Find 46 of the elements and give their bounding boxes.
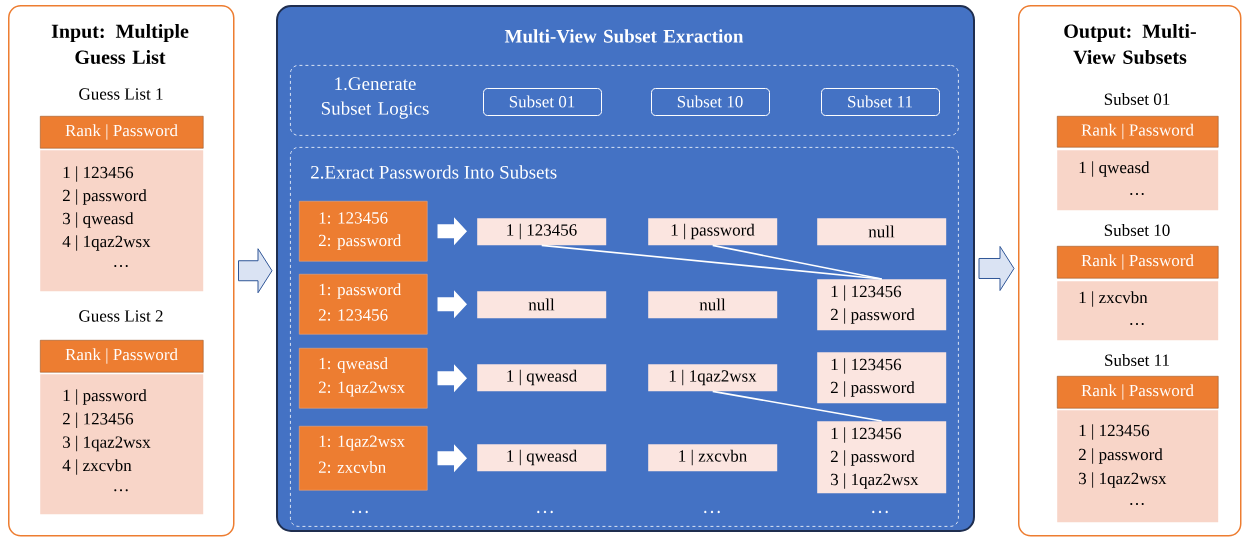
block-arrow	[437, 290, 467, 319]
subset-cell: null	[477, 291, 607, 319]
subset-box: Subset 11	[821, 88, 940, 116]
block-arrow	[437, 364, 467, 393]
subset-box: Subset 01	[483, 88, 602, 116]
table-body: 1 | qweasd …	[1057, 150, 1219, 211]
password-pair-box: 1: qweasd 2: 1qaz2wsx	[299, 348, 428, 409]
subset-box: Subset 10	[651, 88, 770, 116]
table-body: 1 | 123456 2 | password 3 | qweasd 4 | 1qaz2wsx …	[40, 150, 204, 292]
table-caption: Guess List 2	[79, 310, 163, 322]
block-arrow	[437, 444, 467, 473]
table-caption: Subset 10	[1104, 224, 1170, 236]
connector-line	[711, 390, 883, 422]
subset-cell: null	[648, 291, 778, 319]
connector-line	[540, 244, 883, 280]
ellipsis: …	[704, 510, 720, 514]
subset-cell: 1 | 123456 2 | password 3 | 1qaz2wsx	[817, 421, 947, 494]
subset-cell: 1 | qweasd	[477, 444, 607, 472]
table-caption: Guess List 1	[79, 88, 163, 100]
connector-line	[711, 244, 883, 280]
table-header: Rank | Password	[40, 116, 204, 149]
table-header: Rank | Password	[1057, 376, 1219, 409]
ellipsis: …	[352, 510, 368, 514]
subset-cell: 1 | password	[648, 218, 778, 246]
subset-cell: 1 | qweasd	[477, 364, 607, 392]
table-body: 1 | password 2 | 123456 3 | 1qaz2wsx 4 | zxcvbn …	[40, 374, 204, 515]
block-arrow	[238, 248, 273, 294]
subset-cell: 1 | zxcvbn	[648, 444, 778, 472]
subset-cell: 1 | 123456	[477, 218, 607, 246]
subset-cell: 1 | 1qaz2wsx	[648, 364, 778, 392]
table-header: Rank | Password	[40, 340, 204, 373]
table-header: Rank | Password	[1057, 116, 1219, 148]
block-arrow	[978, 246, 1015, 291]
subset-cell: null	[817, 218, 947, 246]
block-arrow	[437, 217, 467, 246]
table-body: 1 | 123456 2 | password 3 | 1qaz2wsx …	[1057, 410, 1219, 523]
table-caption: Subset 11	[1105, 354, 1169, 366]
table-header: Rank | Password	[1057, 246, 1219, 279]
password-pair-box: 1: 123456 2: password	[299, 201, 428, 262]
password-pair-box: 1: 1qaz2wsx 2: zxcvbn	[299, 426, 428, 491]
table-caption: Subset 01	[1104, 93, 1170, 105]
subset-cell: 1 | 123456 2 | password	[817, 352, 947, 404]
ellipsis: …	[537, 510, 553, 514]
password-pair-box: 1: password 2: 123456	[299, 274, 428, 335]
table-body: 1 | zxcvbn …	[1057, 281, 1219, 341]
subset-cell: 1 | 123456 2 | password	[817, 279, 947, 331]
